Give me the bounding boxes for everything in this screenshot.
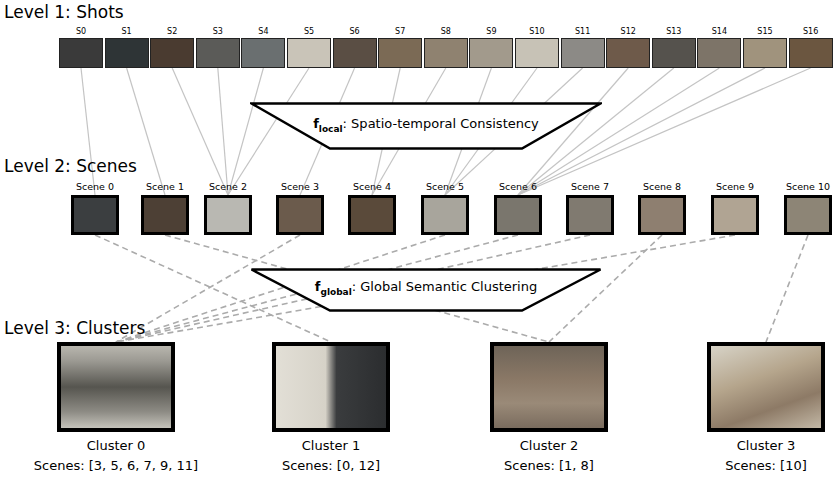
function-description: : Spatio-temporal Consistency	[343, 116, 539, 131]
shot-label: S11	[575, 27, 590, 36]
scene-cluster-link	[766, 235, 808, 342]
cluster-label: Cluster 2	[520, 438, 579, 453]
function-symbol: f	[315, 279, 321, 294]
cluster-scene-list: Scenes: [0, 12]	[282, 458, 380, 473]
shot-thumbnail: S15	[743, 38, 787, 68]
scene-label: Scene 0	[76, 181, 114, 192]
shot-scene-link	[518, 68, 765, 195]
shot-label: S2	[167, 27, 177, 36]
scene-label: Scene 2	[209, 181, 247, 192]
shot-thumbnail: S7	[378, 38, 422, 68]
level-heading: Level 1: Shots	[4, 2, 124, 22]
scene-label: Scene 1	[146, 181, 184, 192]
shot-label: S1	[122, 27, 132, 36]
function-subscript: local	[319, 124, 343, 134]
level-heading: Level 2: Scenes	[4, 156, 137, 176]
scene-thumbnail: Scene 1	[141, 195, 189, 235]
scene-thumbnail: Scene 9	[711, 195, 759, 235]
shot-thumbnail: S4	[241, 38, 285, 68]
shot-label: S9	[486, 27, 496, 36]
scene-label: Scene 6	[499, 181, 537, 192]
global-function-trapezoid: fglobal: Global Semantic Clustering	[250, 268, 602, 312]
shot-thumbnail: S12	[606, 38, 650, 68]
shot-thumbnail: S14	[697, 38, 741, 68]
shot-label: S8	[441, 27, 451, 36]
cluster-image: Cluster 1Scenes: [0, 12]	[272, 342, 390, 432]
shot-label: S14	[712, 27, 727, 36]
shot-label: S12	[621, 27, 636, 36]
shot-thumbnail: S8	[424, 38, 468, 68]
shot-thumbnail: S9	[469, 38, 513, 68]
scene-label: Scene 4	[353, 181, 391, 192]
shot-label: S7	[395, 27, 405, 36]
scene-cluster-link	[116, 235, 590, 342]
shot-thumbnail: S2	[150, 38, 194, 68]
shot-label: S13	[666, 27, 681, 36]
scene-thumbnail: Scene 4	[348, 195, 396, 235]
shot-label: S10	[529, 27, 544, 36]
shot-thumbnail: S10	[515, 38, 559, 68]
level-heading: Level 3: Clusters	[4, 318, 145, 338]
shot-label: S6	[350, 27, 360, 36]
shot-label: S3	[213, 27, 223, 36]
scene-label: Scene 7	[571, 181, 609, 192]
shot-thumbnail: S5	[287, 38, 331, 68]
function-description: : Global Semantic Clustering	[352, 279, 537, 294]
scene-label: Scene 10	[786, 181, 830, 192]
scene-thumbnail: Scene 7	[566, 195, 614, 235]
cluster-image: Cluster 3Scenes: [10]	[707, 342, 825, 432]
local-function-trapezoid: flocal: Spatio-temporal Consistency	[250, 102, 602, 150]
scene-label: Scene 5	[426, 181, 464, 192]
scene-thumbnail: Scene 8	[638, 195, 686, 235]
scene-label: Scene 8	[643, 181, 681, 192]
scene-thumbnail: Scene 2	[204, 195, 252, 235]
cluster-scene-list: Scenes: [3, 5, 6, 7, 9, 11]	[34, 458, 198, 473]
scene-label: Scene 3	[281, 181, 319, 192]
shot-label: S0	[76, 27, 86, 36]
cluster-label: Cluster 1	[302, 438, 361, 453]
shot-thumbnail: S6	[333, 38, 377, 68]
shot-thumbnail: S3	[196, 38, 240, 68]
scene-cluster-link	[165, 235, 549, 342]
cluster-image: Cluster 0Scenes: [3, 5, 6, 7, 9, 11]	[57, 342, 175, 432]
shot-scene-link	[218, 68, 228, 195]
cluster-label: Cluster 0	[87, 438, 146, 453]
shot-scene-link	[172, 68, 228, 195]
shot-thumbnail: S1	[105, 38, 149, 68]
scene-thumbnail: Scene 6	[494, 195, 542, 235]
cluster-label: Cluster 3	[737, 438, 796, 453]
shot-thumbnail: S13	[652, 38, 696, 68]
shot-label: S15	[757, 27, 772, 36]
scene-thumbnail: Scene 10	[784, 195, 832, 235]
shot-scene-link	[518, 68, 811, 195]
function-label: fglobal: Global Semantic Clustering	[250, 279, 602, 297]
cluster-image: Cluster 2Scenes: [1, 8]	[490, 342, 608, 432]
function-label: flocal: Spatio-temporal Consistency	[250, 116, 602, 134]
shot-thumbnail: S11	[561, 38, 605, 68]
shot-label: S16	[803, 27, 818, 36]
trapezoid-shape	[252, 270, 601, 311]
shot-thumbnail: S0	[59, 38, 103, 68]
shot-scene-link	[228, 68, 263, 195]
trapezoid-shape	[252, 104, 601, 149]
cluster-scene-list: Scenes: [1, 8]	[504, 458, 594, 473]
scene-thumbnail: Scene 5	[421, 195, 469, 235]
scene-thumbnail: Scene 0	[71, 195, 119, 235]
shot-scene-link	[228, 68, 309, 195]
function-subscript: global	[320, 287, 351, 297]
shot-label: S5	[304, 27, 314, 36]
cluster-scene-list: Scenes: [10]	[725, 458, 807, 473]
shot-label: S4	[258, 27, 268, 36]
function-symbol: f	[313, 116, 319, 131]
scene-thumbnail: Scene 3	[276, 195, 324, 235]
scene-cluster-link	[116, 235, 735, 342]
scene-label: Scene 9	[716, 181, 754, 192]
shot-thumbnail: S16	[789, 38, 833, 68]
